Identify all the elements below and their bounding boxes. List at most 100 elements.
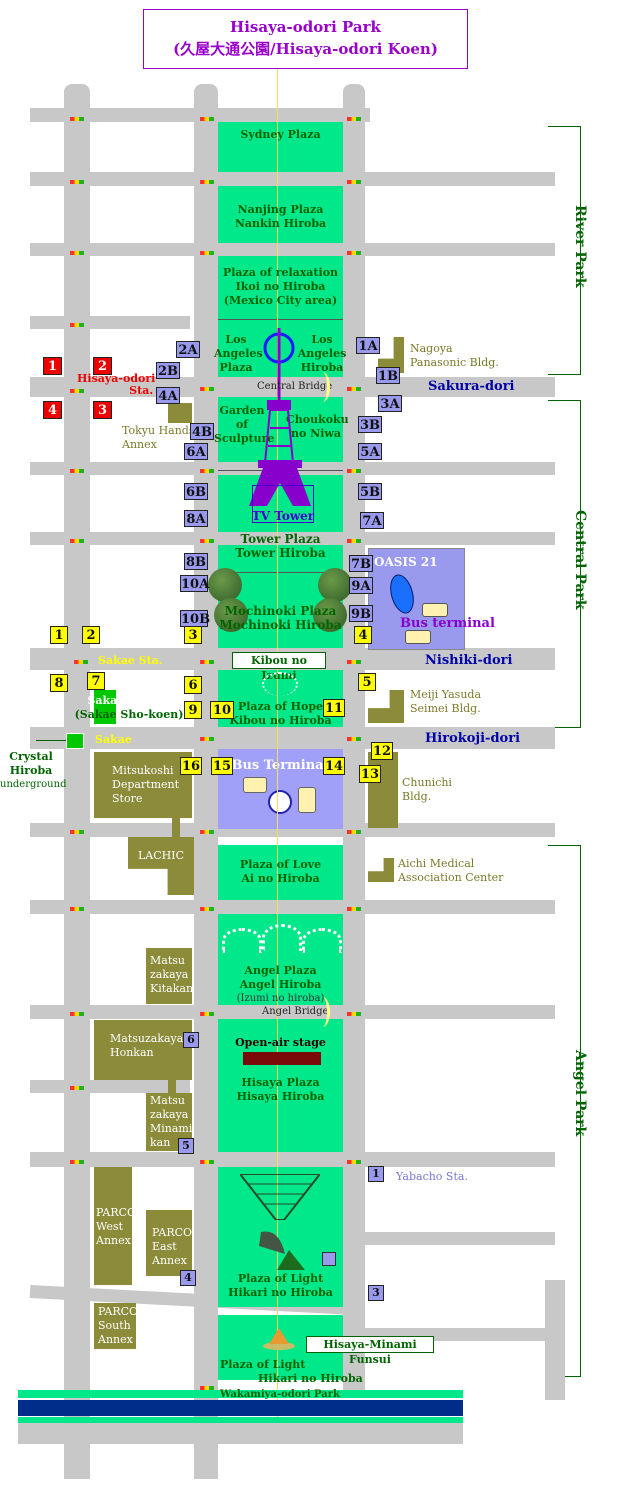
clock-icon bbox=[268, 790, 292, 814]
mitsukoshi-bldg bbox=[94, 752, 192, 818]
mitsukoshi-link bbox=[172, 818, 180, 840]
signal-20 bbox=[74, 660, 88, 664]
light-line-1: Plaza of Light bbox=[237, 1272, 324, 1285]
tv-tower-icon bbox=[245, 328, 315, 508]
open-air-stage bbox=[243, 1052, 321, 1065]
exit-yaba-5[interactable]: 5 bbox=[178, 1138, 194, 1154]
exit-y2[interactable]: 2 bbox=[82, 626, 100, 644]
exit-yaba-3[interactable]: 3 bbox=[368, 1285, 384, 1301]
nishiki-dori-label: Nishiki-dori bbox=[425, 653, 513, 668]
divider-3 bbox=[218, 572, 343, 573]
exit-y15[interactable]: 15 bbox=[211, 757, 233, 775]
aichi-medical-line-1: Aichi Medical bbox=[398, 857, 475, 870]
exit-y6[interactable]: 6 bbox=[184, 676, 202, 694]
signal-5 bbox=[200, 180, 214, 184]
love-label: Plaza of Love Ai no Hiroba bbox=[218, 858, 343, 886]
tv-tower-svg bbox=[249, 328, 311, 506]
exit-yaba-1[interactable]: 1 bbox=[368, 1166, 384, 1182]
road-h-1235 bbox=[365, 1232, 555, 1245]
tokyu-hands-line-2: Annex bbox=[122, 438, 157, 451]
bus-icon bbox=[243, 777, 267, 793]
choukoku-label: Choukoku no Niwa bbox=[286, 413, 349, 441]
light-square-icon bbox=[322, 1252, 336, 1266]
exit-3b[interactable]: 3B bbox=[358, 416, 382, 433]
mitsukoshi-label: Mitsukoshi Department Store bbox=[112, 764, 179, 806]
light-label: Plaza of Light Hikari no Hiroba bbox=[218, 1272, 343, 1300]
exit-y11[interactable]: 11 bbox=[323, 699, 345, 717]
exit-red-1[interactable]: 1 bbox=[43, 357, 62, 375]
exit-5a[interactable]: 5A bbox=[358, 443, 382, 460]
signal-15 bbox=[200, 469, 214, 473]
hisaya-odori-sta-label: Hisaya-odori Sta. bbox=[77, 373, 155, 397]
road-h-1155 bbox=[30, 1152, 555, 1167]
signal-2 bbox=[200, 117, 214, 121]
exit-y7[interactable]: 7 bbox=[87, 672, 105, 690]
exit-y12[interactable]: 12 bbox=[371, 742, 393, 760]
garden-line-1: Garden bbox=[219, 404, 265, 417]
exit-6a[interactable]: 6A bbox=[184, 443, 208, 460]
exit-2b[interactable]: 2B bbox=[156, 362, 180, 379]
angel-line-3: (Izumi no hiroba) bbox=[236, 993, 325, 1004]
signal-8 bbox=[200, 251, 214, 255]
exit-3a[interactable]: 3A bbox=[378, 395, 402, 412]
exit-10a[interactable]: 10A bbox=[180, 575, 210, 592]
signal-27 bbox=[347, 830, 361, 834]
exit-red-3[interactable]: 3 bbox=[93, 401, 112, 419]
light2-line-2: Hikari no Hiroba bbox=[258, 1372, 363, 1385]
road-west bbox=[64, 84, 90, 1479]
signal-37 bbox=[347, 1160, 361, 1164]
central-bridge-arc bbox=[315, 372, 330, 402]
road-h-535 bbox=[30, 532, 555, 545]
exit-yaba-6[interactable]: 6 bbox=[183, 1032, 199, 1048]
mitsukoshi-line-2: Department bbox=[112, 778, 180, 791]
exit-yaba-4[interactable]: 4 bbox=[180, 1270, 196, 1286]
angel-label: Angel Plaza Angel Hiroba (Izumi no hirob… bbox=[218, 964, 343, 1006]
exit-y16[interactable]: 16 bbox=[180, 757, 202, 775]
garden-label: Garden of Sculpture bbox=[214, 404, 274, 446]
tv-tower-label: TV Tower bbox=[251, 509, 315, 523]
angel-line-2: Angel Hiroba bbox=[239, 978, 322, 991]
block-hisaya bbox=[218, 1019, 343, 1152]
kibou-callout: Kibou no Izumi bbox=[232, 652, 326, 682]
block-light bbox=[218, 1167, 343, 1307]
nagoya-panasonic-line-1: Nagoya bbox=[410, 342, 453, 355]
exit-2a[interactable]: 2A bbox=[176, 341, 200, 358]
nagoya-panasonic-line-2: Panasonic Bldg. bbox=[410, 356, 499, 369]
block-nanjing bbox=[218, 186, 343, 243]
exit-9a[interactable]: 9A bbox=[349, 577, 373, 594]
exit-8a[interactable]: 8A bbox=[184, 510, 208, 527]
exit-red-4[interactable]: 4 bbox=[43, 401, 62, 419]
exit-y4[interactable]: 4 bbox=[354, 626, 372, 644]
signal-6 bbox=[347, 180, 361, 184]
exit-y5[interactable]: 5 bbox=[358, 673, 376, 691]
exit-1b[interactable]: 1B bbox=[376, 367, 400, 384]
exit-y3[interactable]: 3 bbox=[184, 626, 202, 644]
exit-1a[interactable]: 1A bbox=[356, 337, 380, 354]
exit-7b[interactable]: 7B bbox=[349, 555, 373, 572]
exit-4a[interactable]: 4A bbox=[156, 387, 180, 404]
la-right-line-1: Los bbox=[311, 333, 333, 346]
exit-y9[interactable]: 9 bbox=[184, 701, 202, 719]
signal-24 bbox=[347, 737, 361, 741]
exit-9b[interactable]: 9B bbox=[349, 605, 373, 622]
matsu-kitakan-line-2: zakaya bbox=[150, 968, 189, 981]
funsui-fountain-icon bbox=[262, 1326, 296, 1350]
matsu-kitakan-line-3: Kitakan bbox=[150, 982, 194, 995]
matsu-honkan-line-1: Matsuzakaya bbox=[110, 1032, 184, 1045]
exit-y8[interactable]: 8 bbox=[50, 674, 68, 692]
exit-8b[interactable]: 8B bbox=[184, 553, 208, 570]
exit-7a[interactable]: 7A bbox=[360, 512, 384, 529]
exit-y10[interactable]: 10 bbox=[210, 701, 234, 719]
exit-y14[interactable]: 14 bbox=[323, 757, 345, 775]
funsui-callout: Hisaya-Minami Funsui bbox=[306, 1336, 434, 1366]
signal-21 bbox=[200, 660, 214, 664]
exit-6b[interactable]: 6B bbox=[184, 483, 208, 500]
exit-y13[interactable]: 13 bbox=[359, 765, 381, 783]
signal-34 bbox=[70, 1086, 84, 1090]
tokyu-hands-line-1: Tokyu Hands bbox=[122, 424, 195, 437]
exit-red-2[interactable]: 2 bbox=[93, 357, 112, 375]
exit-y1[interactable]: 1 bbox=[50, 626, 68, 644]
exit-4b[interactable]: 4B bbox=[190, 423, 214, 440]
exit-10b[interactable]: 10B bbox=[180, 610, 211, 627]
exit-5b[interactable]: 5B bbox=[358, 483, 382, 500]
